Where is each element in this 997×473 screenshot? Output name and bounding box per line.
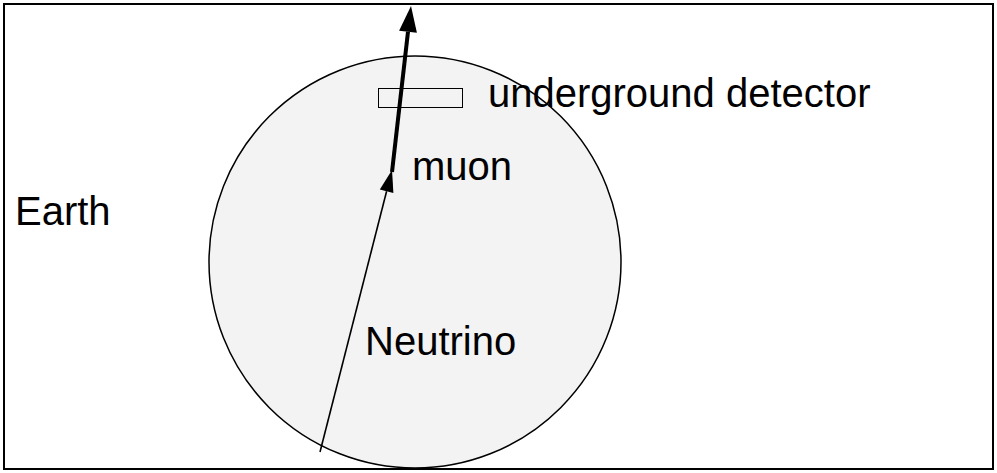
detector-box: underground detector: [378, 88, 463, 108]
earth-outline: [208, 55, 622, 469]
node-label: underground detector: [488, 73, 871, 113]
earth-circle: [209, 56, 621, 468]
neutrino-arrowhead: [380, 170, 394, 193]
earth-circle: Earthunderground detector: [208, 55, 622, 469]
particle-label: muon: [412, 146, 512, 186]
muon-track: [392, 32, 408, 172]
muon-arrowhead: [399, 6, 417, 33]
frame: [4, 4, 993, 469]
particle-label: Neutrino: [365, 321, 516, 361]
node-label: Earth: [15, 191, 111, 231]
